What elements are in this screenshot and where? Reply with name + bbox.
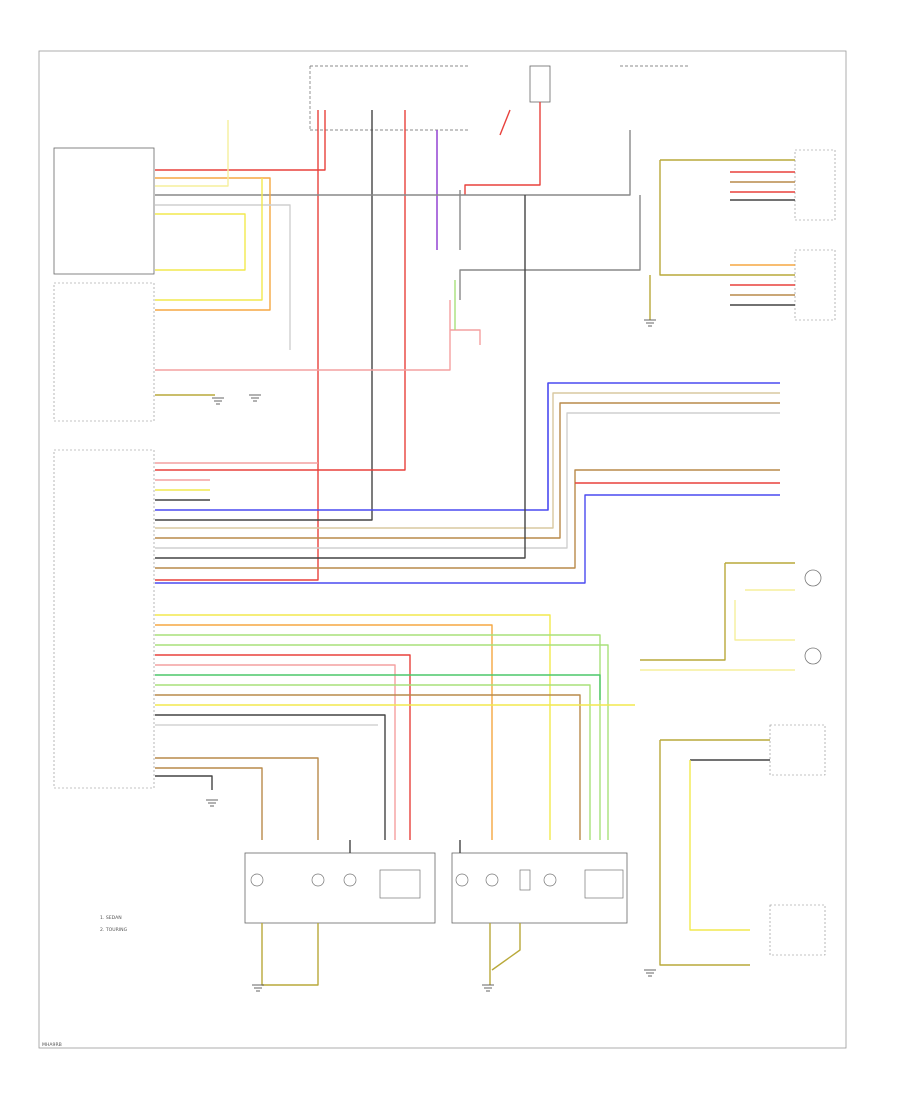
- right-headlight-assembly: [451, 852, 628, 924]
- ground-icon: [249, 394, 261, 402]
- wire-red-46: [155, 654, 411, 840]
- wire-gray-8: [155, 130, 631, 196]
- ground-group: [206, 319, 656, 992]
- wire-green-48: [155, 674, 601, 700]
- diagram-frame: [38, 50, 847, 1049]
- wire-lightgreen-44: [155, 634, 601, 840]
- wire-tan-31: [155, 392, 780, 529]
- wire-olive-66: [261, 923, 319, 986]
- wire-pink-47: [155, 664, 396, 840]
- legend-item-touring: 2. TOURING: [100, 927, 128, 933]
- light-switch-module-box: [53, 147, 155, 275]
- left-leveling-motor-icon: [379, 869, 421, 899]
- wire-red-0: [155, 110, 319, 581]
- body-control-module-box: [53, 449, 155, 789]
- left-tail-lamp-icon: [804, 569, 822, 587]
- wire-white-33: [155, 412, 780, 549]
- ground-icon: [206, 799, 218, 807]
- wire-blue-30: [155, 382, 780, 511]
- left-headlight-bulb-2-icon: [311, 873, 325, 887]
- wire-brown-32: [155, 402, 780, 539]
- wire-orange-43: [155, 624, 493, 840]
- wire-yellow-65: [689, 760, 750, 931]
- wire-pink-16: [450, 329, 481, 345]
- ground-icon: [644, 319, 656, 327]
- right-tail-lamp-icon: [804, 647, 822, 665]
- wire-blue-37: [155, 494, 780, 584]
- legend-item-sedan: 1. SEDAN: [100, 915, 122, 921]
- right-connector-lower: [794, 249, 836, 321]
- wire-lightyellow-60: [734, 600, 795, 641]
- right-headlight-bulb-4-icon: [543, 873, 557, 887]
- wire-olive-63: [659, 740, 750, 966]
- left-side-marker-box: [769, 724, 826, 776]
- ground-icon: [212, 397, 224, 405]
- wire-gray-9: [459, 195, 641, 300]
- wire-lightgreen-49: [155, 684, 591, 840]
- light-switch-dashed-box: [53, 282, 155, 422]
- wire-darkgray-52: [155, 714, 386, 840]
- wire-red-1: [155, 110, 326, 171]
- wire-lightyellow-11: [155, 120, 229, 187]
- left-headlight-bulb-1-icon: [250, 873, 264, 887]
- wire-lightgreen-45: [155, 644, 609, 840]
- ground-icon: [252, 984, 264, 992]
- footer-code: MHA9RB: [42, 1042, 62, 1048]
- ground-icon: [482, 984, 494, 992]
- wire-olive-68: [491, 923, 521, 971]
- left-headlight-assembly: [244, 852, 436, 924]
- wire-red-3: [155, 110, 406, 471]
- wire-red-6: [464, 102, 541, 195]
- wire-yellow-13: [155, 213, 246, 271]
- ground-icon: [644, 969, 656, 977]
- wire-darkgray-2: [155, 110, 373, 521]
- right-side-marker-box: [769, 904, 826, 956]
- left-headlight-bulb-3-icon: [343, 873, 357, 887]
- wire-white-12: [155, 204, 291, 350]
- right-headlight-bulb-2-icon: [485, 873, 499, 887]
- wire-brown-50: [155, 694, 581, 840]
- wire-yellow-42: [155, 614, 551, 840]
- flasher-relay-box: [529, 65, 551, 103]
- wire-pink-15: [155, 300, 451, 371]
- right-connector-upper: [794, 149, 836, 221]
- wire-darkgray-56: [155, 775, 213, 790]
- wire-yellow-14: [155, 178, 263, 301]
- wire-darkgray-34: [155, 195, 526, 559]
- wire-brown-55: [155, 767, 263, 840]
- right-headlight-bulb-3-icon: [519, 869, 531, 891]
- wire-brown-54: [155, 757, 319, 840]
- wire-olive-20: [659, 160, 795, 276]
- right-leveling-motor-icon: [584, 869, 624, 899]
- wire-red-7: [499, 109, 511, 136]
- wire-group: [155, 102, 795, 986]
- wire-olive-58: [640, 563, 726, 661]
- wire-brown-35: [155, 469, 780, 569]
- right-headlight-bulb-1-icon: [455, 873, 469, 887]
- wire-orange-10: [155, 177, 271, 311]
